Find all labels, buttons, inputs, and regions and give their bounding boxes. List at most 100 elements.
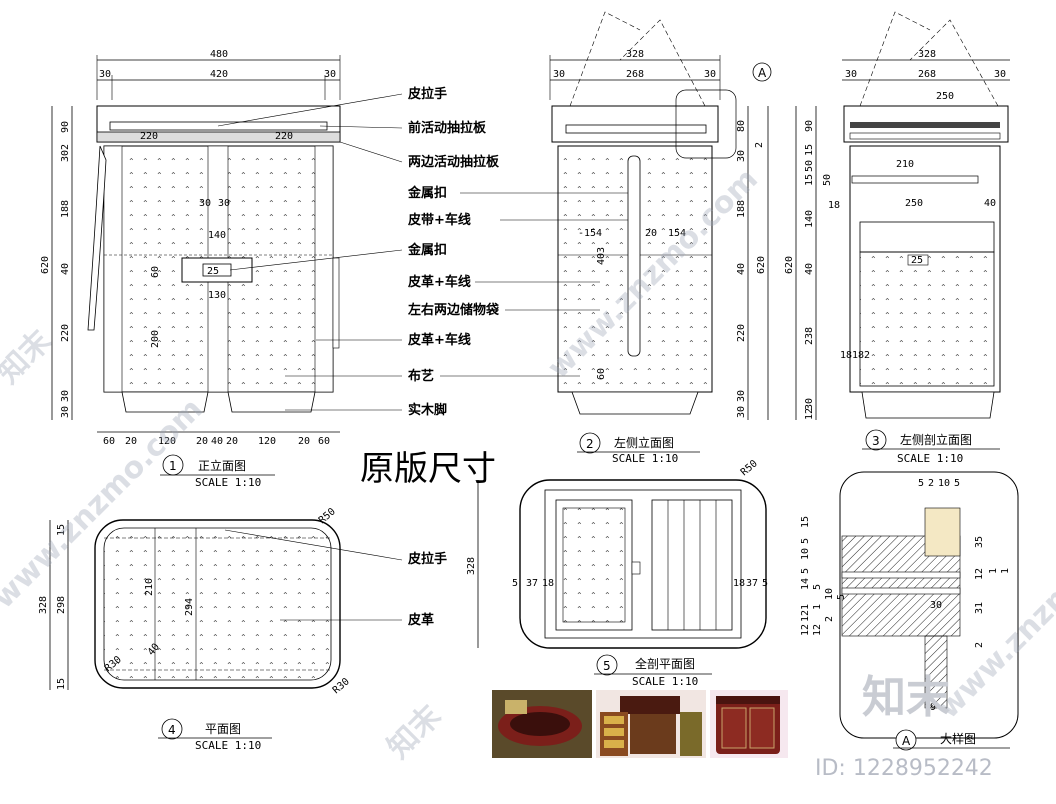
dim-s30c: 30 <box>736 150 747 162</box>
dim-d9: 9 <box>930 702 936 713</box>
dim-ss12: 12 <box>804 408 815 420</box>
plan-callout-leather: 皮革 <box>407 612 434 628</box>
dim-dr2: 2 <box>974 642 985 648</box>
callout-wood-feet: 实木脚 <box>408 402 447 418</box>
dim-30-right: 30 <box>324 69 336 80</box>
dim-f328: 328 <box>466 557 477 575</box>
dim-30b: 30 <box>218 198 230 209</box>
dim-620: 620 <box>40 256 51 274</box>
dim-dr31: 31 <box>974 602 985 614</box>
dim-f5b: 5 <box>762 578 768 589</box>
dim-s30a: 30 <box>553 69 565 80</box>
watermark-brand-1: 知末 <box>0 323 58 390</box>
callout-fabric: 布艺 <box>408 368 434 384</box>
dim-ss18b: 18 <box>852 350 864 361</box>
dim-dl12c: 12 <box>812 624 823 636</box>
dim-b20a: 20 <box>125 436 137 447</box>
dim-90: 90 <box>60 121 71 133</box>
callout-leather-stitch-1: 皮革+车线 <box>407 274 471 290</box>
dim-s30b: 30 <box>704 69 716 80</box>
dim-200: 200 <box>150 330 161 348</box>
dim-fr50: R50 <box>739 458 760 478</box>
callout-leather-handle: 皮拉手 <box>407 86 447 102</box>
dim-f18b: 18 <box>733 578 745 589</box>
dim-30a: 30 <box>199 198 211 209</box>
dim-d5b: 5 <box>954 478 960 489</box>
view3-title: 左侧剖立面图 <box>900 432 972 447</box>
dim-neg154: -154 <box>578 228 602 239</box>
side-elevation: 328 30 268 30 A -154 20 154 403 60 80 2 … <box>549 11 772 465</box>
dim-p15b: 15 <box>56 678 67 690</box>
callout-leather-stitch-2: 皮革+车线 <box>407 332 471 348</box>
dim-ss18: 18 <box>828 200 840 211</box>
dim-25: 25 <box>207 266 219 277</box>
view1-number: 1 <box>169 459 177 473</box>
dim-b20c: 20 <box>226 436 238 447</box>
dim-30-v3: 30 <box>60 406 71 418</box>
dim-2-v: 2 <box>60 144 71 150</box>
dim-188: 188 <box>60 200 71 218</box>
dim-ss18a: 18 <box>840 350 852 361</box>
dim-b120a: 120 <box>158 436 176 447</box>
detail-left-dims: 15 5 10 5 14 5 10 5 1 12 1 2 12 12 <box>800 516 847 636</box>
dim-480: 480 <box>210 49 228 60</box>
dim-40: 40 <box>60 263 71 275</box>
dim-b40: 40 <box>211 436 223 447</box>
dim-154: 154 <box>668 228 686 239</box>
dim-ss15b: 15 <box>804 174 815 186</box>
dim-130: 130 <box>208 290 226 301</box>
dim-dl10b: 10 <box>824 588 835 600</box>
dim-140: 140 <box>208 230 226 241</box>
dim-f5a: 5 <box>512 578 518 589</box>
dim-dr1a: 1 <box>988 568 999 574</box>
view5-number: 5 <box>603 659 611 673</box>
view1-title: 正立面图 <box>198 458 246 473</box>
view4-scale: SCALE 1:10 <box>195 739 261 752</box>
view5-title: 全剖平面图 <box>635 656 695 671</box>
dim-403: 403 <box>596 247 607 265</box>
dim-dl5c: 5 <box>812 584 823 590</box>
dim-d5a: 5 <box>918 478 924 489</box>
dim-ss140: 140 <box>804 210 815 228</box>
dim-dl12b: 12 <box>800 624 811 636</box>
dim-s40: 40 <box>736 263 747 275</box>
dim-dl10a: 10 <box>800 548 811 560</box>
callout-front-pull-board: 前活动抽拉板 <box>408 120 487 136</box>
dim-ss620: 620 <box>784 256 795 274</box>
dim-ss30v: 30 <box>804 398 815 410</box>
dim-s80: 80 <box>736 120 747 132</box>
detail-mark-a: A <box>902 734 911 748</box>
heading-original-dimensions: 原版尺寸 <box>360 449 496 489</box>
dim-ss328: 328 <box>918 49 936 60</box>
dim-ss40v: 40 <box>804 263 815 275</box>
dim-ss25: 25 <box>911 255 923 266</box>
detail-title: 大样图 <box>940 731 976 746</box>
callout-metal-buckle-1: 金属扣 <box>407 185 447 201</box>
dim-dl5a: 5 <box>800 538 811 544</box>
dim-b60b: 60 <box>318 436 330 447</box>
dim-ss30b: 30 <box>994 69 1006 80</box>
callout-labels: 皮拉手 前活动抽拉板 两边活动抽拉板 金属扣 皮带+车线 金属扣 皮革+车线 左… <box>407 86 500 418</box>
dim-ss90: 90 <box>804 120 815 132</box>
dim-ss268: 268 <box>918 69 936 80</box>
dim-s20: 20 <box>645 228 657 239</box>
dim-30-left: 30 <box>99 69 111 80</box>
dim-220-v: 220 <box>60 324 71 342</box>
photo-open-tray <box>492 690 592 758</box>
dim-dr12: 12 <box>974 568 985 580</box>
dim-ss15a: 15 <box>804 144 815 156</box>
dim-30-v: 30 <box>60 150 71 162</box>
dim-ss50b: 50 <box>822 174 833 186</box>
dim-238: 238 <box>804 327 815 345</box>
dim-f18a: 18 <box>542 578 554 589</box>
view3-scale: SCALE 1:10 <box>897 452 963 465</box>
view5-scale: SCALE 1:10 <box>632 675 698 688</box>
dim-220-right: 220 <box>275 131 293 142</box>
dim-dl2: 2 <box>824 616 835 622</box>
dim-60: 60 <box>150 266 161 278</box>
view4-number: 4 <box>168 723 176 737</box>
callout-side-pockets: 左右两边储物袋 <box>408 302 500 318</box>
dim-dl14: 14 <box>800 578 811 590</box>
dim-s188: 188 <box>736 200 747 218</box>
dim-dl1b: 1 <box>812 604 823 610</box>
